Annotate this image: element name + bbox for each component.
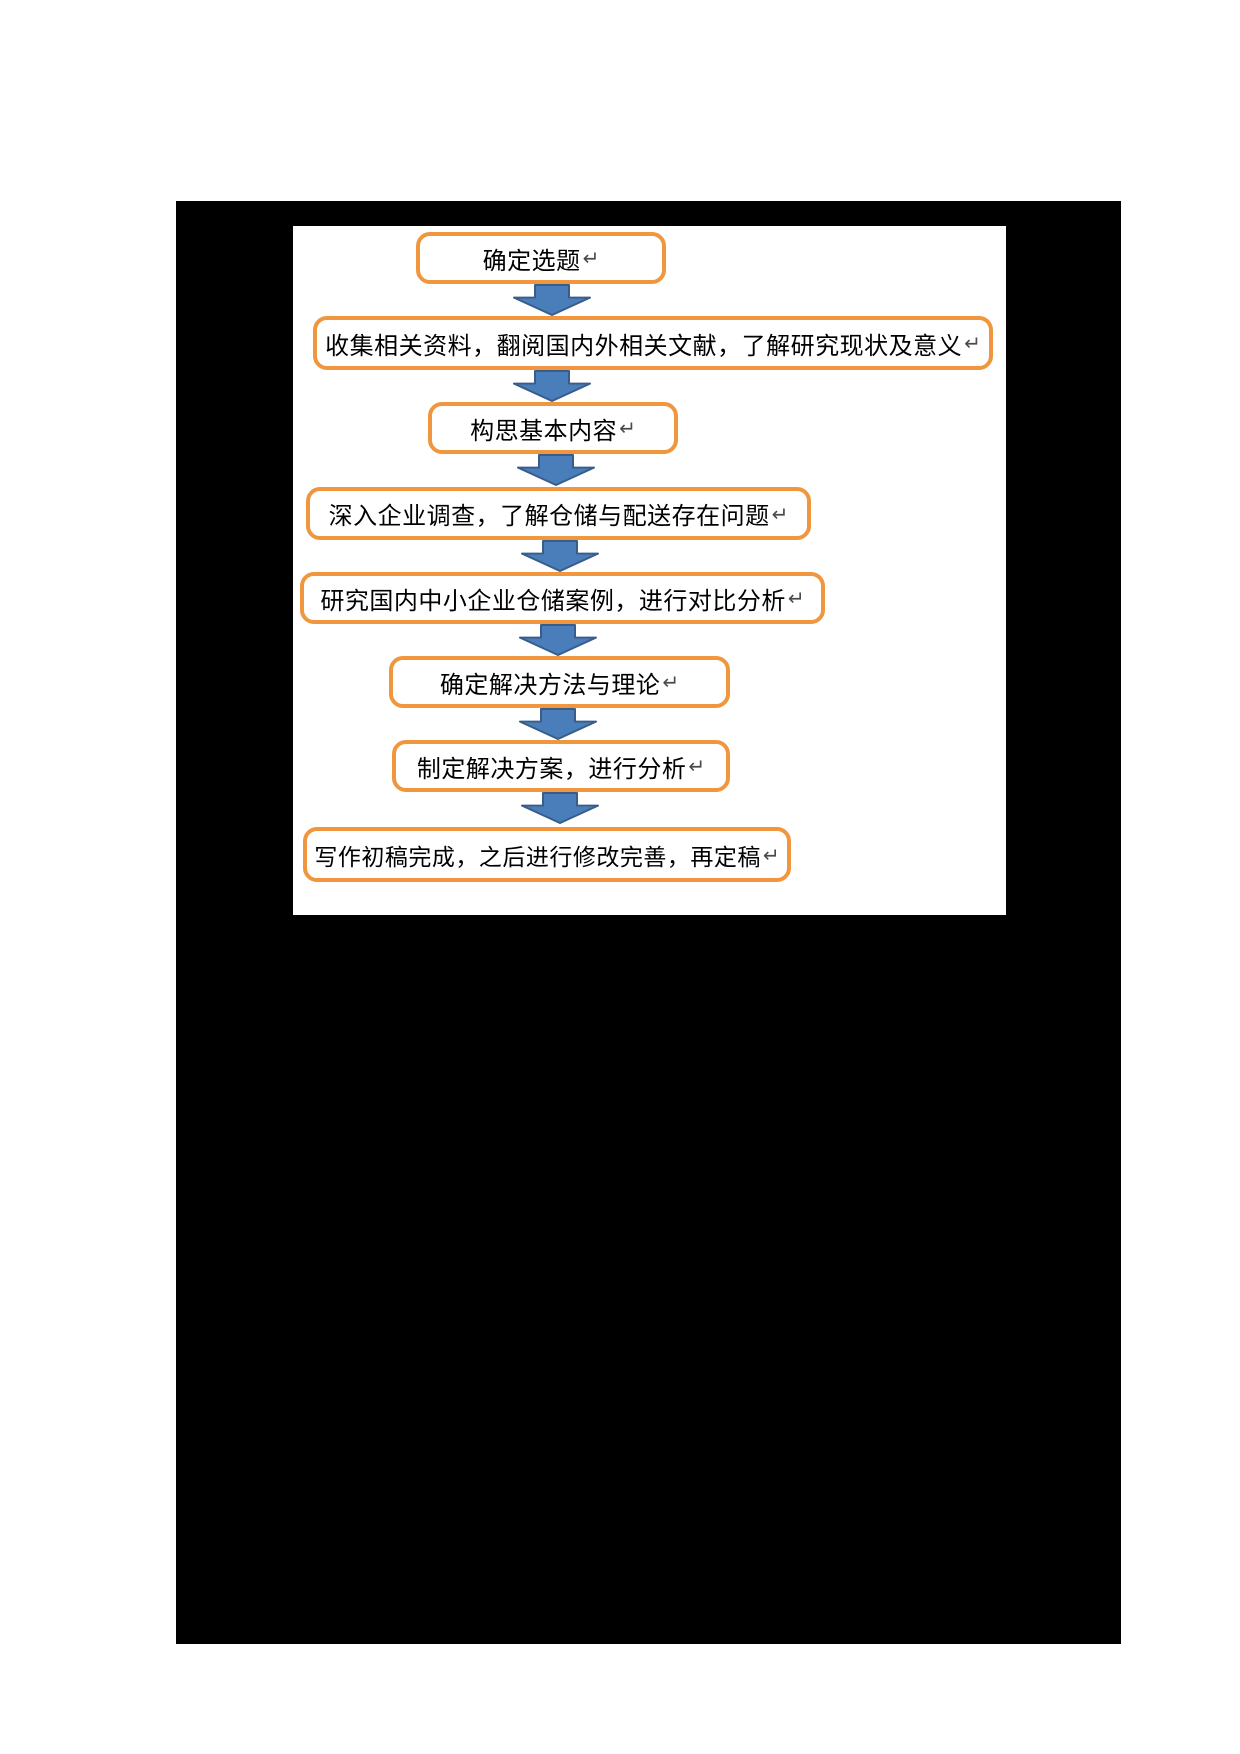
document-canvas: 确定选题↵ 收集相关资料，翻阅国内外相关文献，了解研究现状及意义↵ 构思基本内容… (176, 201, 1121, 1644)
down-arrow-icon (517, 792, 603, 825)
down-arrow-shape (519, 708, 597, 741)
flow-step-6-label: 确定解决方法与理论 (439, 672, 661, 699)
flowchart-panel: 确定选题↵ 收集相关资料，翻阅国内外相关文献，了解研究现状及意义↵ 构思基本内容… (293, 226, 1006, 915)
down-arrow-icon (513, 454, 599, 487)
down-arrow-icon (515, 708, 601, 741)
down-arrow-shape (513, 284, 591, 317)
paragraph-mark: ↵ (964, 331, 981, 355)
flow-step-4: 深入企业调查，了解仓储与配送存在问题↵ (306, 487, 811, 540)
down-arrow-shape (513, 370, 591, 403)
paragraph-mark: ↵ (619, 416, 636, 440)
flow-step-3: 构思基本内容↵ (428, 402, 678, 454)
down-arrow-icon (509, 370, 595, 403)
down-arrow-shape (517, 454, 595, 487)
flow-step-1: 确定选题↵ (416, 232, 666, 284)
down-arrow-icon (509, 284, 595, 317)
down-arrow-shape (521, 540, 599, 573)
flow-step-6: 确定解决方法与理论↵ (389, 656, 730, 708)
flow-step-2: 收集相关资料，翻阅国内外相关文献，了解研究现状及意义↵ (313, 316, 993, 370)
flow-step-3-label: 构思基本内容 (470, 418, 618, 445)
paragraph-mark: ↵ (787, 586, 805, 610)
flow-step-8: 写作初稿完成，之后进行修改完善，再定稿↵ (303, 827, 791, 882)
paragraph-mark: ↵ (662, 670, 680, 694)
down-arrow-shape (521, 792, 599, 825)
flow-step-8-label: 写作初稿完成，之后进行修改完善，再定稿 (314, 844, 761, 870)
paragraph-mark: ↵ (771, 501, 789, 526)
paragraph-mark: ↵ (688, 754, 706, 778)
flow-step-7: 制定解决方案，进行分析↵ (392, 740, 730, 792)
flow-step-4-label: 深入企业调查，了解仓储与配送存在问题 (328, 504, 770, 530)
flow-step-1-label: 确定选题 (482, 248, 581, 275)
paragraph-mark: ↵ (762, 842, 780, 867)
flow-step-7-label: 制定解决方案，进行分析 (416, 756, 687, 783)
down-arrow-icon (515, 624, 601, 657)
flow-step-5-label: 研究国内中小企业仓储案例，进行对比分析 (320, 588, 786, 615)
down-arrow-shape (519, 624, 597, 657)
down-arrow-icon (517, 540, 603, 573)
flow-step-5: 研究国内中小企业仓储案例，进行对比分析↵ (300, 572, 825, 624)
paragraph-mark: ↵ (582, 246, 600, 270)
flow-step-2-label: 收集相关资料，翻阅国内外相关文献，了解研究现状及意义 (325, 333, 963, 360)
